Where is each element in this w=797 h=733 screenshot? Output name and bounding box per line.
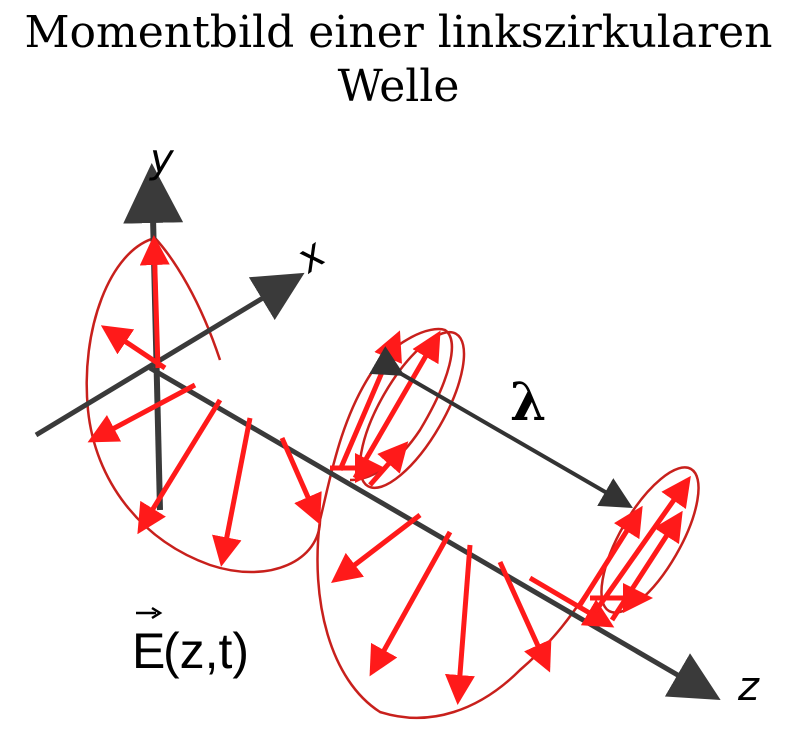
x-axis-label: x: [286, 230, 334, 283]
field-vector: [444, 544, 475, 705]
field-label: E (z,t): [132, 606, 249, 679]
field-vector: [331, 513, 422, 584]
field-vector: [528, 575, 615, 628]
z-axis: [148, 365, 721, 701]
field-vector: [592, 475, 691, 614]
diagram-title: Momentbild einer linkszirkularen Welle: [0, 6, 797, 114]
wavelength-label: λ: [510, 372, 546, 433]
field-vector: [577, 505, 643, 607]
field-vector: [87, 382, 197, 443]
field-vector: [100, 325, 167, 371]
title-line-2: Welle: [337, 61, 460, 112]
field-arguments: (z,t): [163, 623, 249, 679]
field-vector: [139, 235, 170, 369]
y-axis-label: y: [149, 136, 175, 182]
z-axis-label: z: [737, 664, 760, 710]
field-vector: [279, 436, 322, 525]
title-line-1: Momentbild einer linkszirkularen: [24, 7, 773, 58]
x-axis: [34, 272, 305, 438]
field-vector: [497, 560, 552, 673]
field-vector: [137, 398, 223, 535]
field-vector: [368, 441, 409, 487]
field-vector: [212, 417, 253, 567]
field-vector: [369, 530, 453, 677]
field-symbol: E: [132, 623, 165, 679]
wavelength-arrow: [369, 346, 633, 509]
vector-arrowhead: [151, 606, 163, 620]
